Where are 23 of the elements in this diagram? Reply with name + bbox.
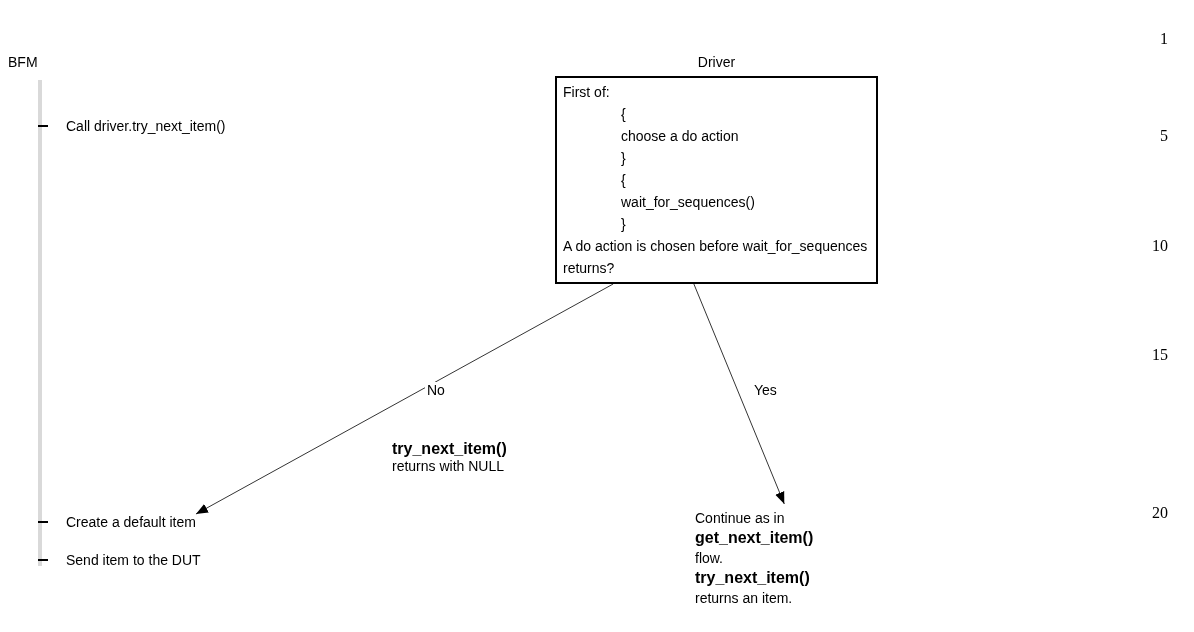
step-text: Create a default item: [66, 514, 196, 530]
note-text: try_next_item() returns with NULL: [392, 440, 507, 474]
box-text: First of:: [563, 83, 611, 102]
box-text: choose a do action: [620, 127, 740, 146]
box-text: }: [620, 215, 627, 234]
box-text: {: [620, 171, 627, 190]
box-text: {: [620, 105, 627, 124]
line-number: 5: [1160, 127, 1168, 145]
box-text: }: [620, 149, 627, 168]
line-number: 15: [1152, 346, 1168, 364]
line-number: 10: [1152, 237, 1168, 255]
line-number: 1: [1160, 30, 1168, 48]
step-text: Send item to the DUT: [66, 552, 201, 568]
edge-label: No: [425, 382, 447, 398]
lane-heading: Driver: [696, 54, 737, 72]
line-number: 20: [1152, 504, 1168, 522]
result-text: Continue as in get_next_item() flow.: [695, 509, 815, 568]
lifeline-heading: BFM: [8, 54, 38, 70]
step-text: Call driver.try_next_item(): [66, 118, 226, 134]
box-text: wait_for_sequences(): [620, 193, 756, 212]
edge-label: Yes: [752, 382, 779, 398]
result-text: try_next_item() returns an item.: [695, 568, 811, 608]
box-text: A do action is chosen before wait_for_sequences returns?: [563, 237, 869, 278]
